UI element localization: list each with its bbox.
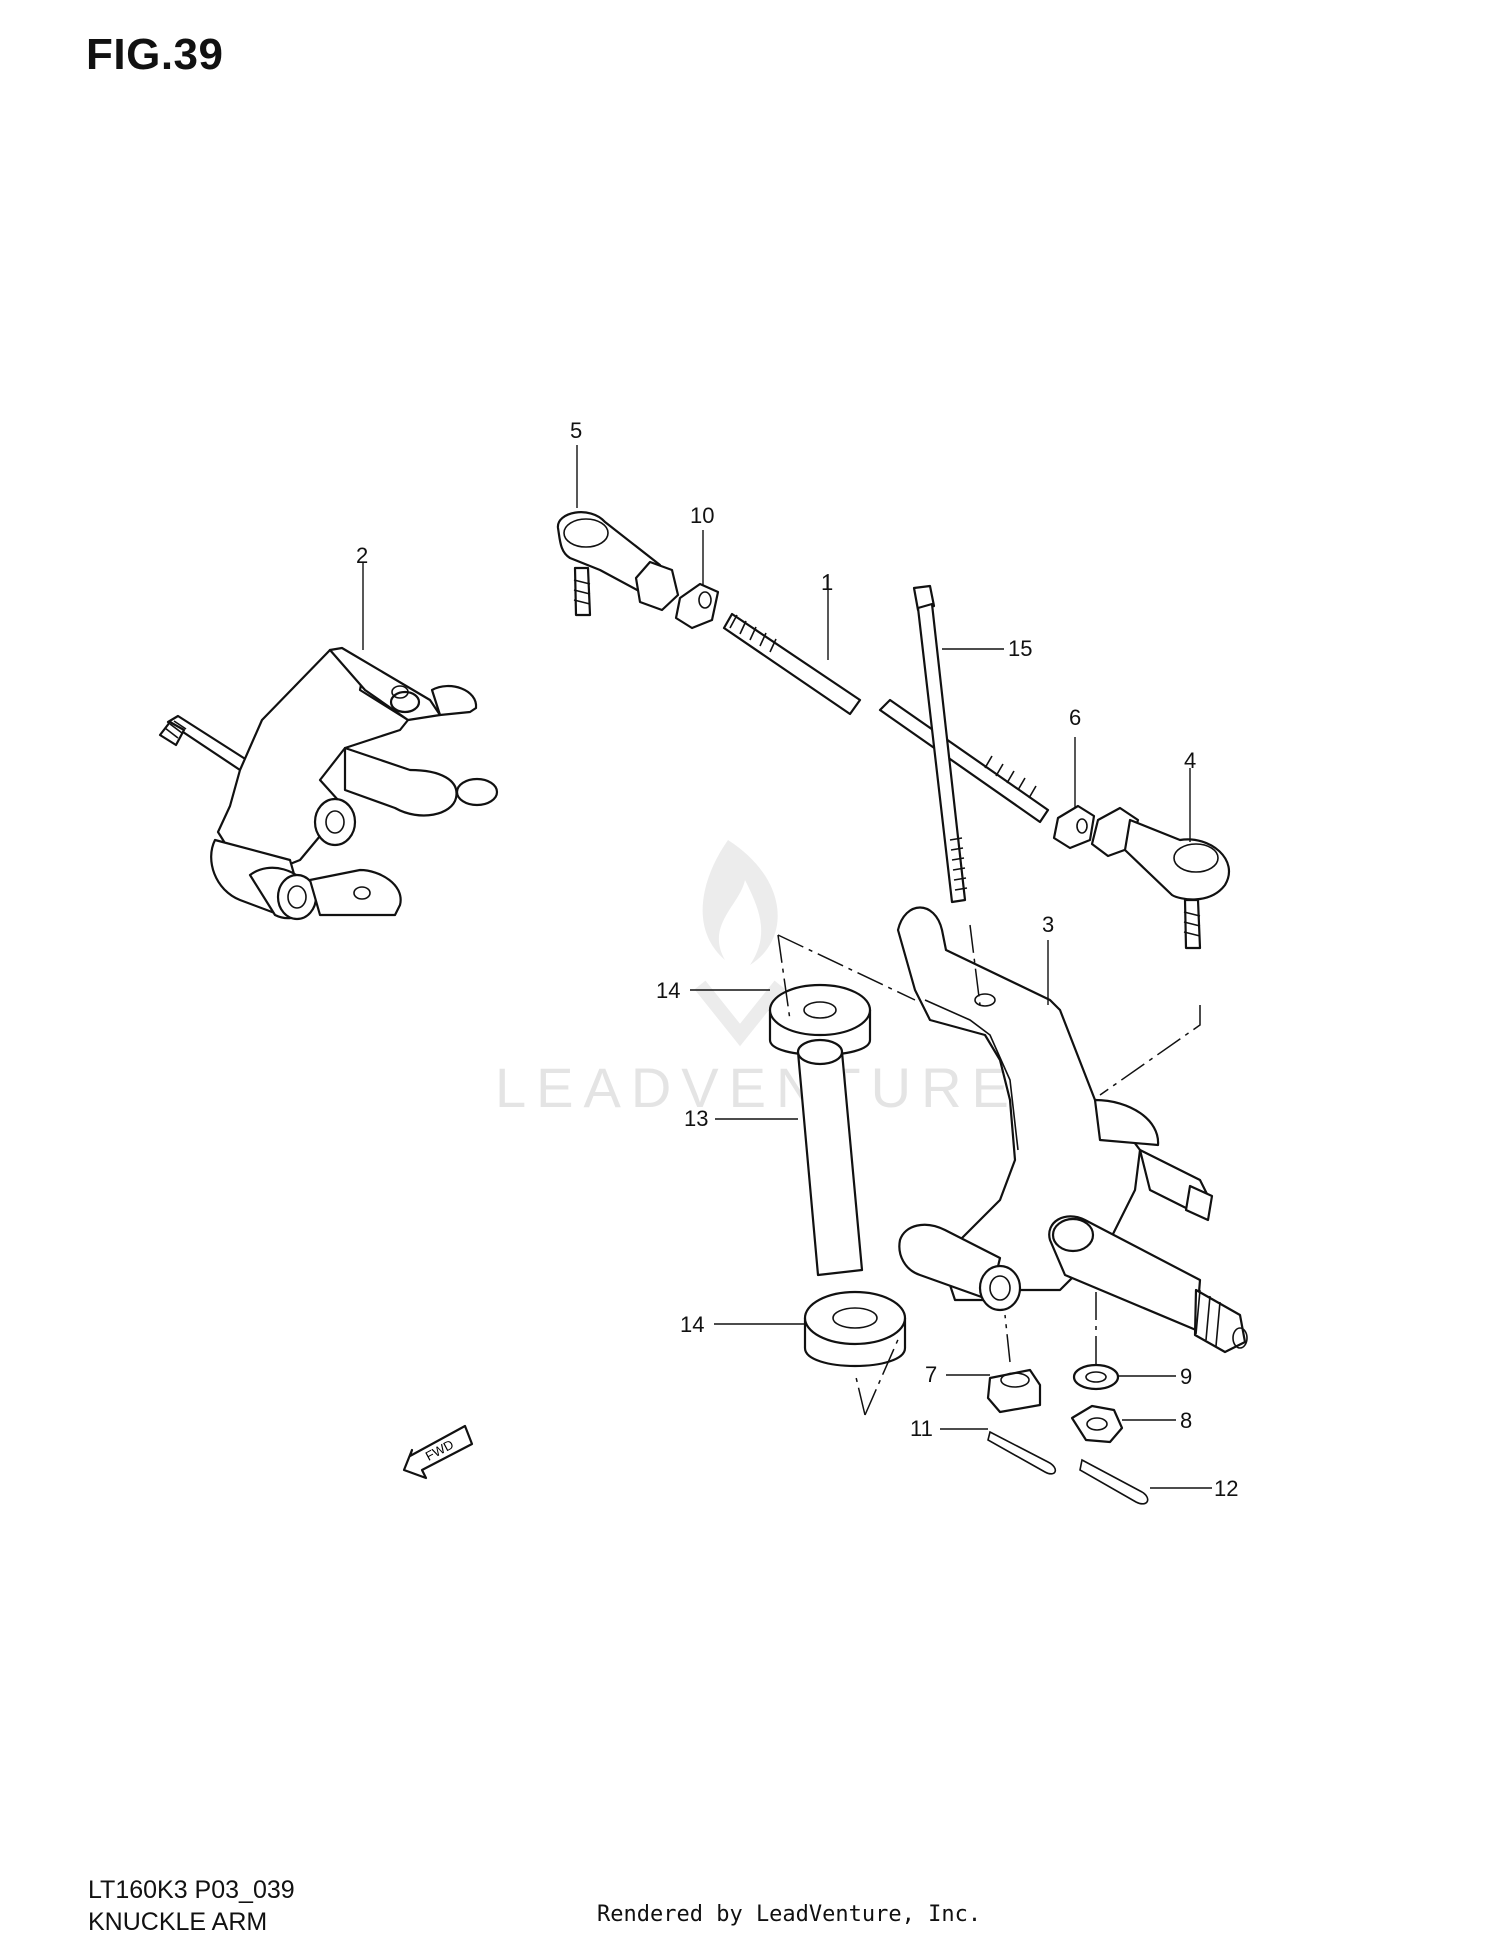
callout-1: 1 — [821, 570, 833, 595]
part-3-knuckle-right — [896, 906, 1248, 1354]
part-4-tie-rod-end — [1090, 806, 1231, 950]
part-7-nut — [986, 1368, 1042, 1414]
watermark-flame-icon — [702, 840, 778, 965]
part-12-cotter-pin — [1079, 1458, 1149, 1505]
watermark-text: LEADVENTURE — [495, 1056, 1019, 1119]
part-11-cotter-pin — [987, 1430, 1057, 1475]
callout-5: 5 — [570, 418, 582, 443]
part-10-nut — [674, 582, 720, 630]
part-8-castle-nut — [1070, 1404, 1124, 1444]
watermark-v-icon — [694, 980, 786, 1047]
part-5-tie-rod-end — [556, 511, 680, 617]
callout-14-lower: 14 — [680, 1312, 704, 1337]
figure-title: FIG.39 — [86, 30, 224, 79]
callout-6: 6 — [1069, 705, 1081, 730]
callout-10: 10 — [690, 503, 714, 528]
part-14-bushing-upper — [768, 983, 872, 1057]
callout-9: 9 — [1180, 1364, 1192, 1389]
watermark: LEADVENTURE — [495, 840, 1019, 1119]
callout-12: 12 — [1214, 1476, 1238, 1501]
callout-15: 15 — [1008, 636, 1032, 661]
footer-model-code: LT160K3 P03_039 — [88, 1876, 295, 1904]
part-9-washer — [1072, 1363, 1120, 1391]
callout-13: 13 — [684, 1106, 708, 1131]
part-1-tie-rod — [722, 612, 1050, 824]
callout-3: 3 — [1042, 912, 1054, 937]
part-13-tube — [796, 1038, 864, 1277]
callout-8: 8 — [1180, 1408, 1192, 1433]
callout-11: 11 — [910, 1416, 933, 1441]
fwd-arrow-icon: FWD — [402, 1424, 474, 1480]
part-2-knuckle-left — [158, 646, 499, 921]
footer-figure-name: KNUCKLE ARM — [88, 1908, 268, 1936]
callout-labels: 5 10 1 2 15 6 4 3 14 13 14 7 9 8 11 12 — [356, 418, 1238, 1501]
footer-rendered-by: Rendered by LeadVenture, Inc. — [597, 1902, 982, 1927]
part-15-bolt — [912, 584, 968, 904]
assembly-guide-lines — [777, 924, 1201, 1416]
part-6-nut — [1052, 804, 1096, 850]
callout-4: 4 — [1184, 748, 1196, 773]
part-14-bushing-lower — [803, 1290, 907, 1367]
leader-lines — [362, 445, 1212, 1489]
callout-7: 7 — [925, 1362, 937, 1387]
callout-14-upper: 14 — [656, 978, 680, 1003]
callout-2: 2 — [356, 543, 368, 568]
